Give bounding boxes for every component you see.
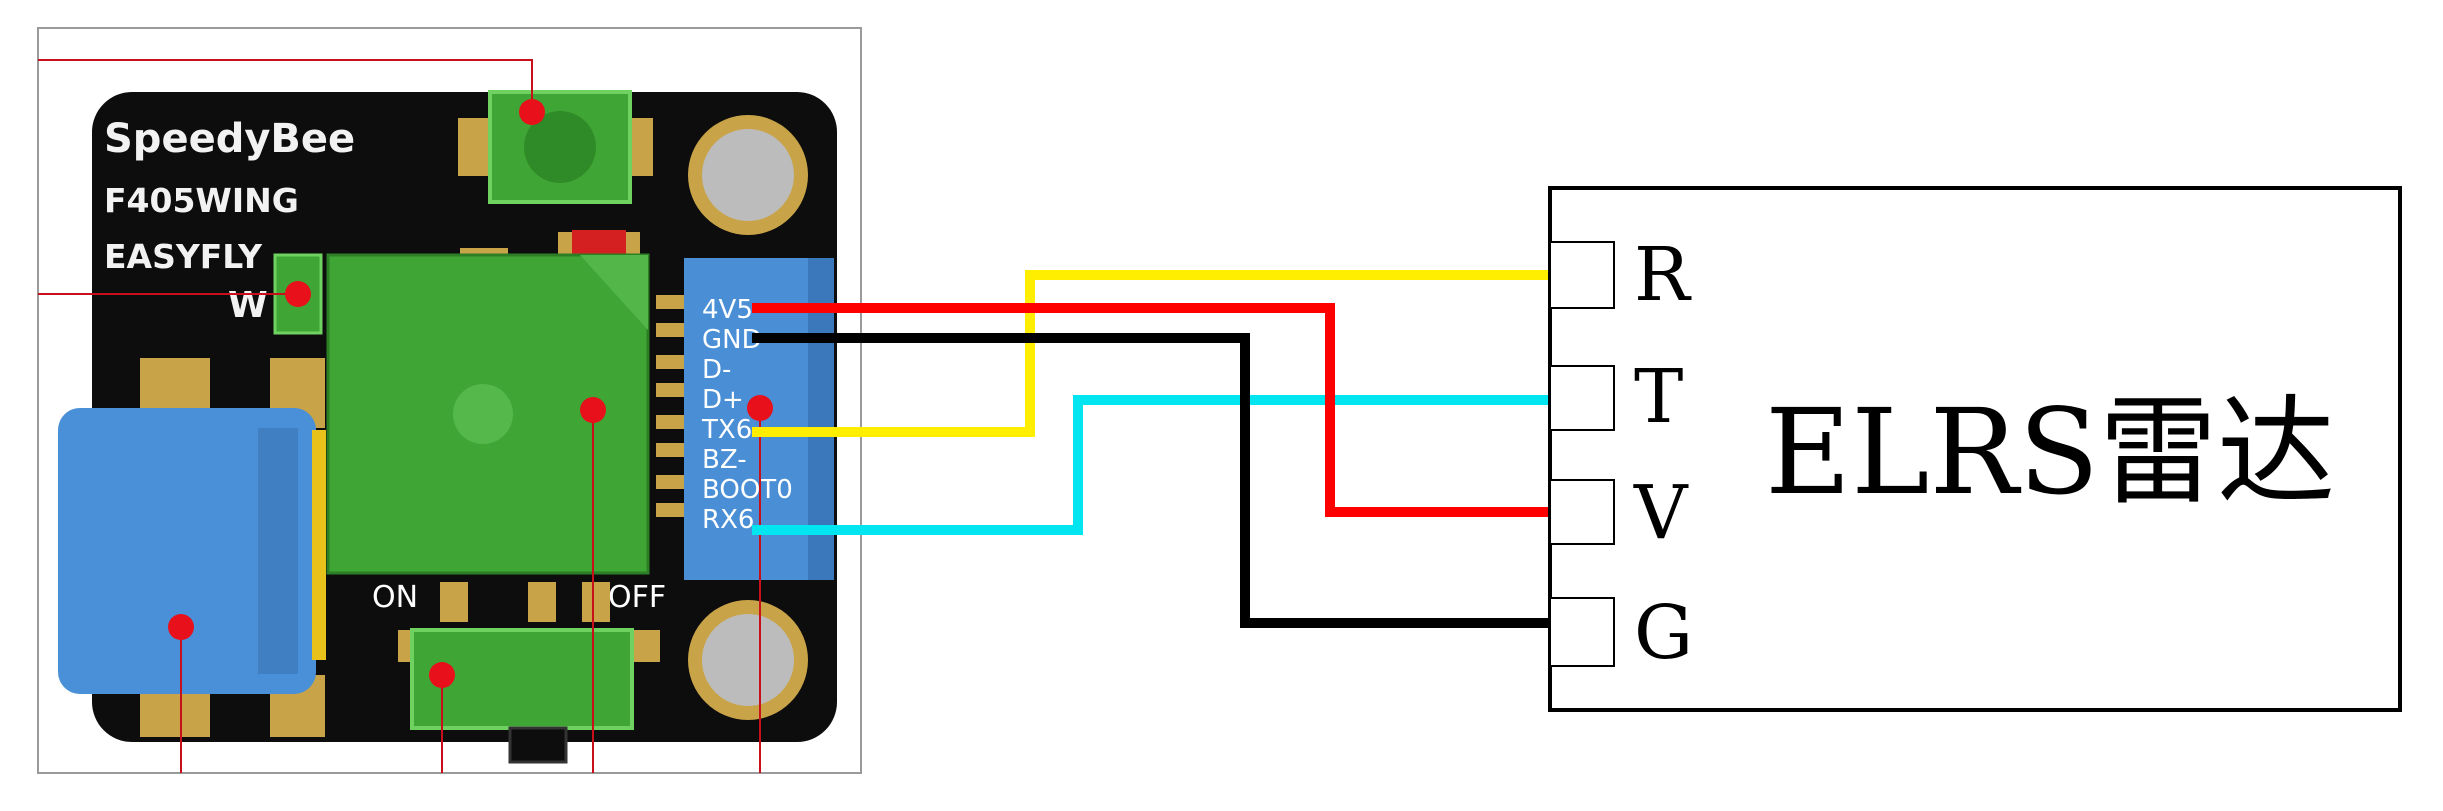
pin-label-gnd: GND [702, 325, 762, 355]
mounting-hole-top [688, 115, 808, 235]
receiver-pin-t [1549, 365, 1615, 431]
wire-red-4v5-to-v [752, 303, 1552, 517]
board-variant: EASYFLY [104, 237, 263, 276]
board-model: F405WING [104, 181, 299, 220]
pin-label-4v5: 4V5 [702, 295, 753, 325]
receiver-pin-v [1549, 479, 1615, 545]
wire-cyan-rx6-to-t [752, 395, 1552, 535]
wire-black-gnd-to-g [752, 333, 1552, 628]
pin-label-d-minus: D- [702, 355, 731, 385]
push-button-top [458, 90, 653, 204]
pad-label: W [228, 285, 268, 326]
callout-marker [519, 99, 545, 125]
pin-label-boot0: BOOT0 [702, 475, 793, 505]
wire-yellow-tx6-to-r [752, 270, 1552, 437]
receiver-pin-r [1549, 241, 1615, 309]
usb-c-connector [58, 408, 326, 694]
receiver-title: ELRS雷达 [1765, 383, 2335, 521]
pin-label-tx6: TX6 [701, 415, 752, 445]
callout-marker [429, 662, 455, 688]
receiver-pin-label-v: V [1633, 470, 1689, 556]
board-brand: SpeedyBee [104, 116, 355, 162]
pin-label-bz-minus: BZ- [702, 445, 747, 475]
elrs-receiver-module [1548, 186, 2402, 712]
callout-marker [168, 614, 194, 640]
callout-marker [747, 395, 773, 421]
receiver-pin-label-r: R [1634, 232, 1692, 318]
callout-marker [285, 281, 311, 307]
switch-on-label: ON [372, 580, 418, 615]
callout-marker [580, 397, 606, 423]
switch-off-label: OFF [608, 580, 666, 615]
callout-lines [38, 59, 761, 773]
pin-label-d-plus: D+ [702, 385, 744, 415]
receiver-pin-label-g: G [1634, 590, 1693, 676]
pin-label-rx6: RX6 [702, 505, 754, 535]
receiver-pin-label-t: T [1634, 354, 1683, 440]
mounting-hole-bottom [688, 600, 808, 720]
receiver-pin-g [1549, 597, 1615, 667]
